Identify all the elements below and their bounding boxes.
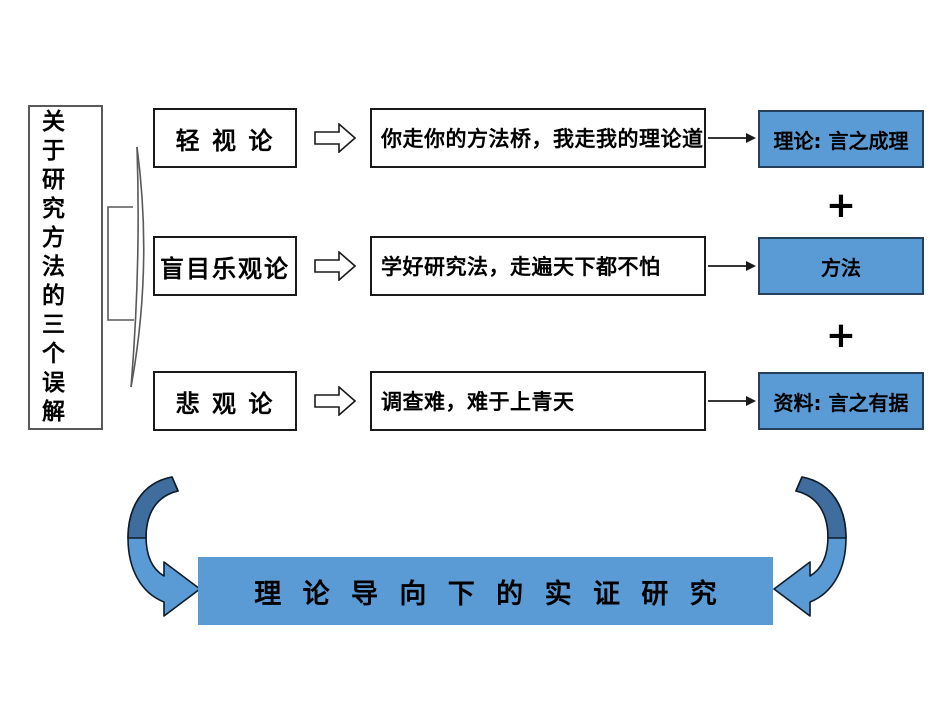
misconception-label: 悲 观 论 xyxy=(175,389,275,418)
result-text: 资料: 言之有据 xyxy=(773,390,909,415)
plus-sign: + xyxy=(825,315,857,356)
right-arrow-icon xyxy=(708,396,756,406)
statement-box-2: 学好研究法，走遍天下都不怕 xyxy=(370,236,706,296)
topic-line: 关于 xyxy=(42,109,75,164)
misconception-box-3: 悲 观 论 xyxy=(153,371,297,431)
conclusion-text: 理 论 导 向 下 的 实 证 研 究 xyxy=(254,578,723,610)
conclusion-box: 理 论 导 向 下 的 实 证 研 究 xyxy=(198,557,773,625)
topic-box: 关于 研究 方法 的 三个 误解 xyxy=(28,105,103,430)
statement-text: 调查难，难于上青天 xyxy=(381,390,575,414)
topic-line: 误解 xyxy=(42,370,75,425)
topic-line: 的 xyxy=(42,283,75,309)
statement-box-3: 调查难，难于上青天 xyxy=(370,371,706,431)
topic-line: 研究 xyxy=(42,167,75,222)
topic-line: 三个 xyxy=(42,312,75,367)
hollow-right-arrow-icon xyxy=(314,386,356,416)
right-arrow-icon xyxy=(708,261,756,271)
result-box-data: 资料: 言之有据 xyxy=(758,372,924,430)
right-arrow-icon xyxy=(708,133,756,143)
statement-box-1: 你走你的方法桥，我走我的理论道 xyxy=(370,108,706,168)
misconception-box-1: 轻 视 论 xyxy=(153,108,297,168)
misconception-label: 盲目乐观论 xyxy=(160,254,290,283)
statement-text: 你走你的方法桥，我走我的理论道 xyxy=(381,127,704,151)
result-text: 理论: 言之成理 xyxy=(773,128,909,153)
result-box-theory: 理论: 言之成理 xyxy=(758,110,924,168)
misconception-box-2: 盲目乐观论 xyxy=(153,236,297,296)
result-text: 方法 xyxy=(821,255,861,280)
hollow-right-arrow-icon xyxy=(314,123,356,153)
misconception-label: 轻 视 论 xyxy=(175,126,275,155)
statement-text: 学好研究法，走遍天下都不怕 xyxy=(381,255,661,279)
topic-line: 方法 xyxy=(42,225,75,280)
brace-icon xyxy=(107,146,145,388)
hollow-right-arrow-icon xyxy=(314,251,356,281)
result-box-method: 方法 xyxy=(758,237,924,295)
curved-arrow-right-icon xyxy=(773,476,847,617)
plus-sign: + xyxy=(825,185,857,226)
curved-arrow-left-icon xyxy=(127,476,201,617)
